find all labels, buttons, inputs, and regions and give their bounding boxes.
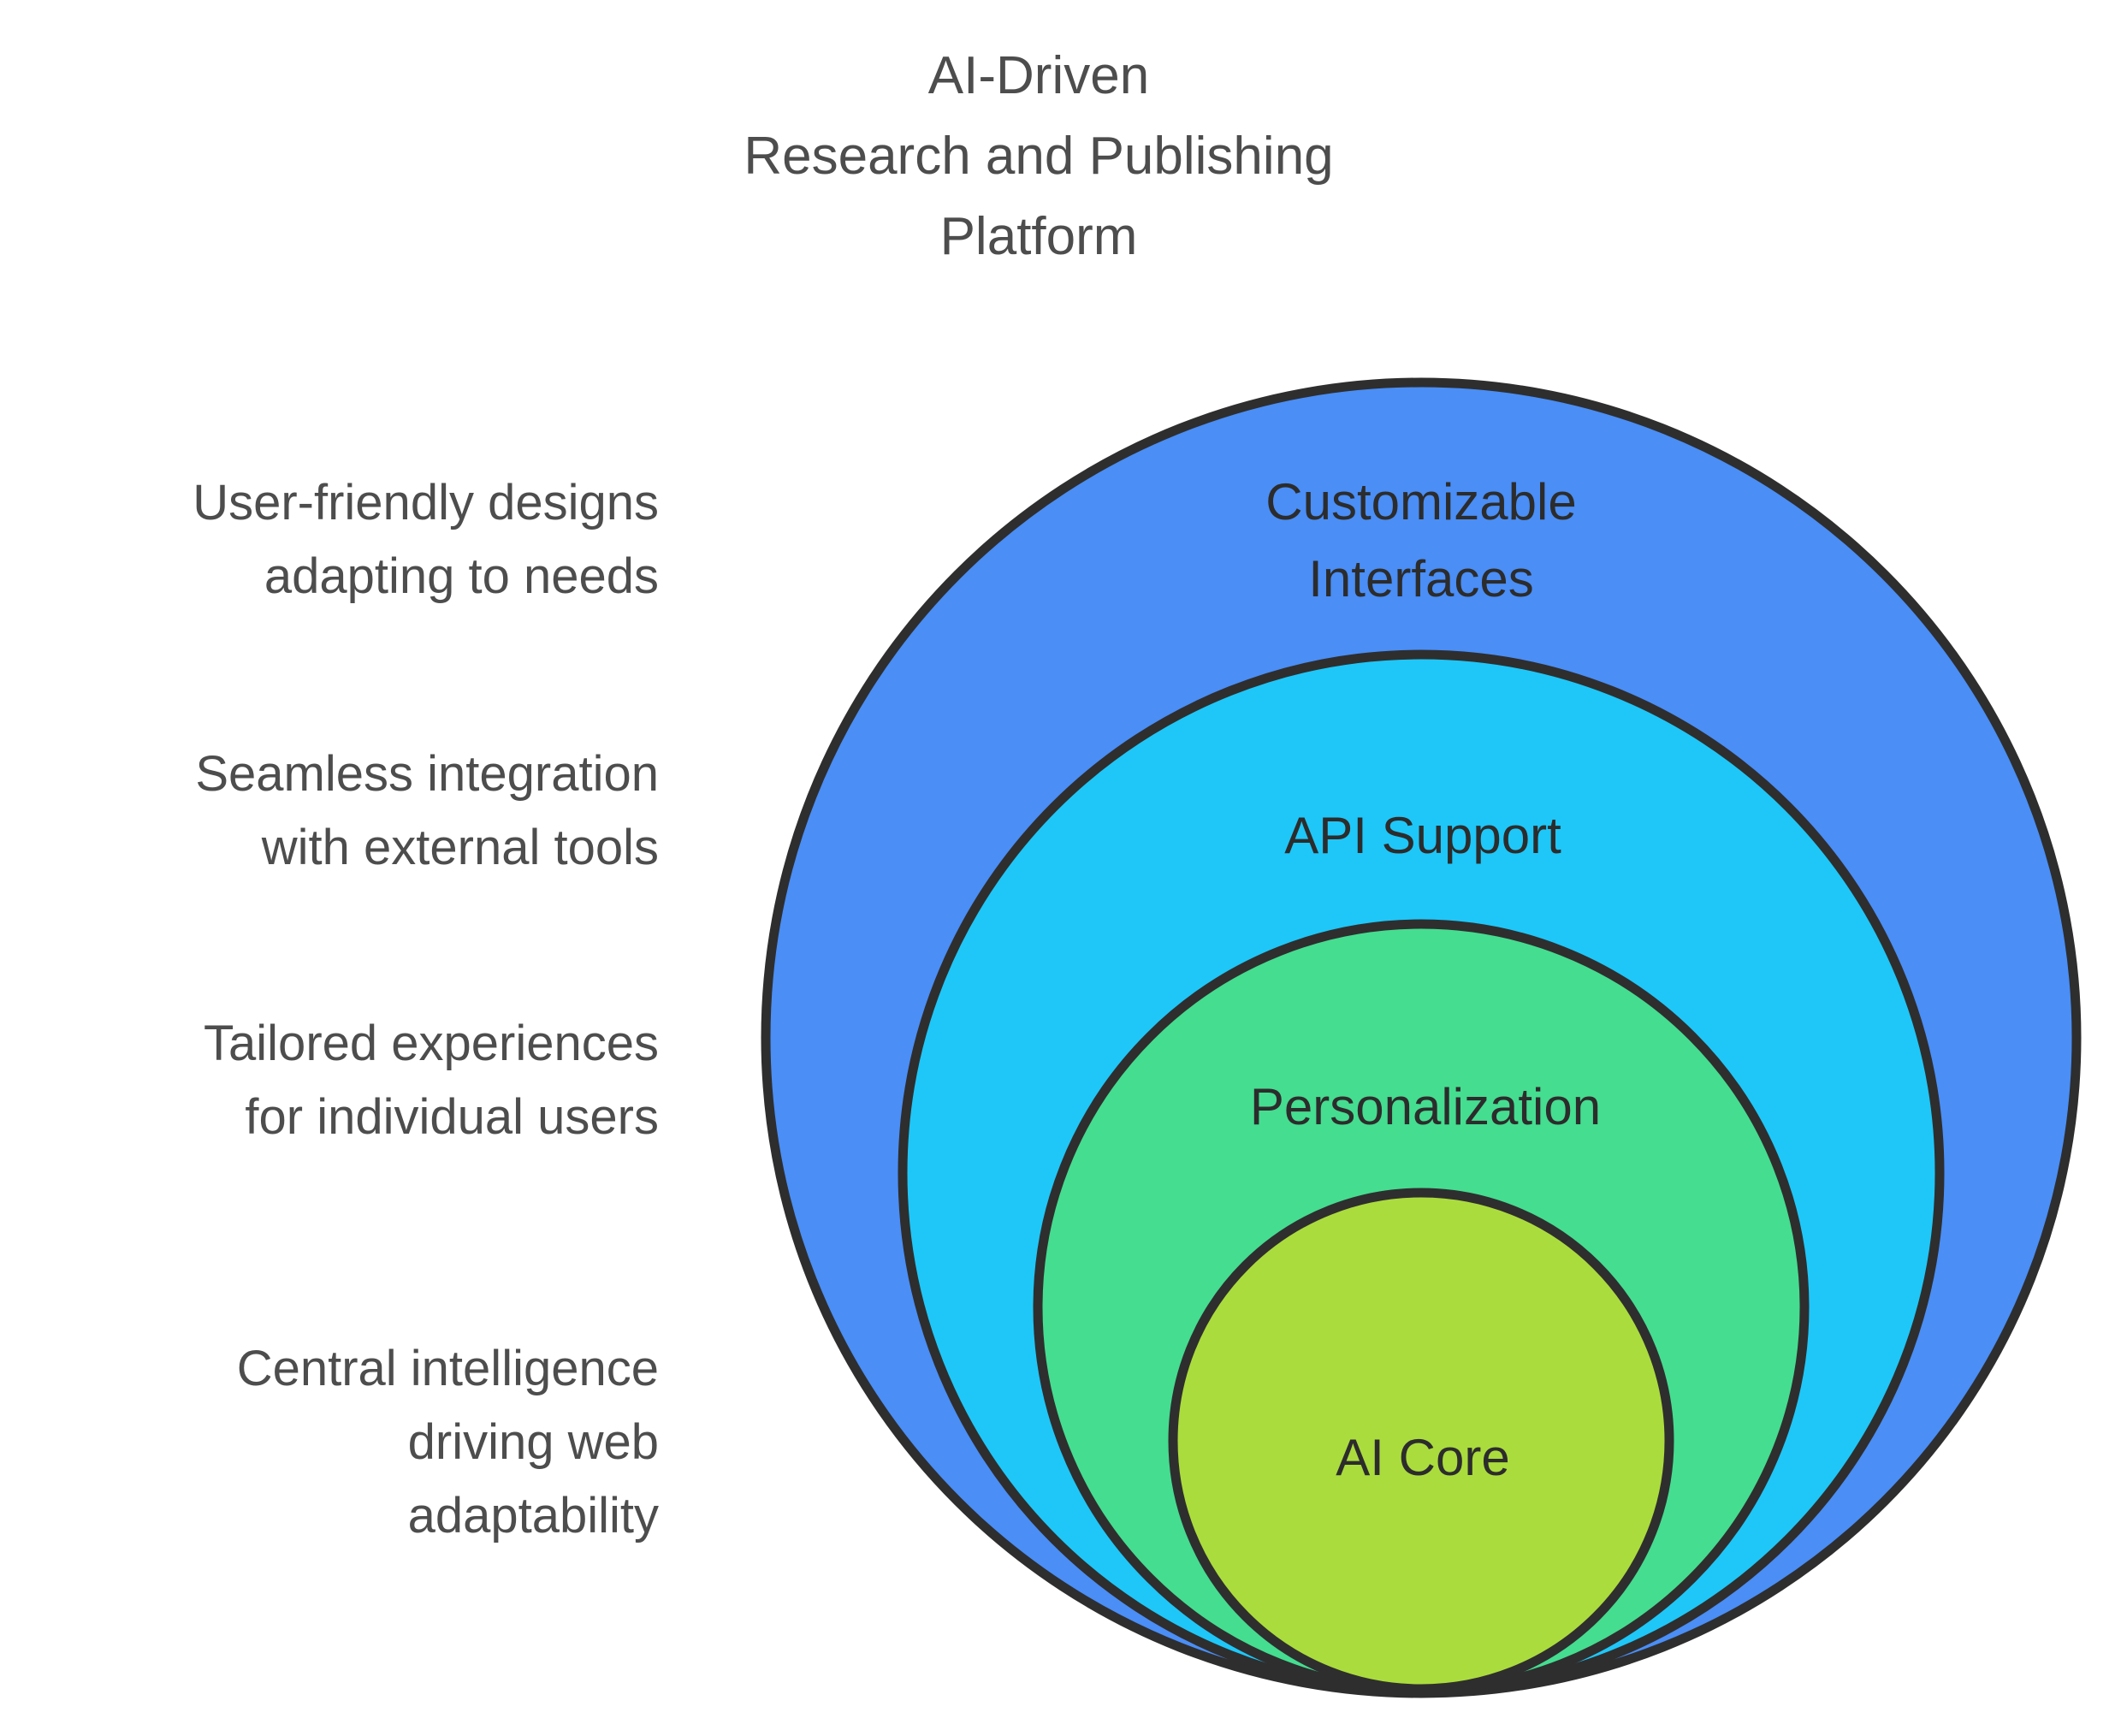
diagram-title: AI-Driven Research and Publishing Platfo… — [744, 46, 1334, 266]
annotation-api-support: Seamless integration with external tools — [195, 746, 659, 875]
ring-label-personalization: Personalization — [1249, 1078, 1602, 1135]
ring-label-api-support: API Support — [1284, 807, 1561, 864]
annotation-customizable-interfaces: User-friendly designs adapting to needs — [193, 475, 659, 604]
ring-label-ai-core: AI Core — [1336, 1429, 1510, 1486]
annotation-ai-core: Central intelligence driving web adaptab… — [236, 1341, 659, 1543]
ring-label-customizable-interfaces: Customizable Interfaces — [1265, 473, 1577, 607]
ring-ai-core — [1168, 1188, 1674, 1694]
annotation-personalization: Tailored experiences for individual user… — [204, 1016, 659, 1145]
